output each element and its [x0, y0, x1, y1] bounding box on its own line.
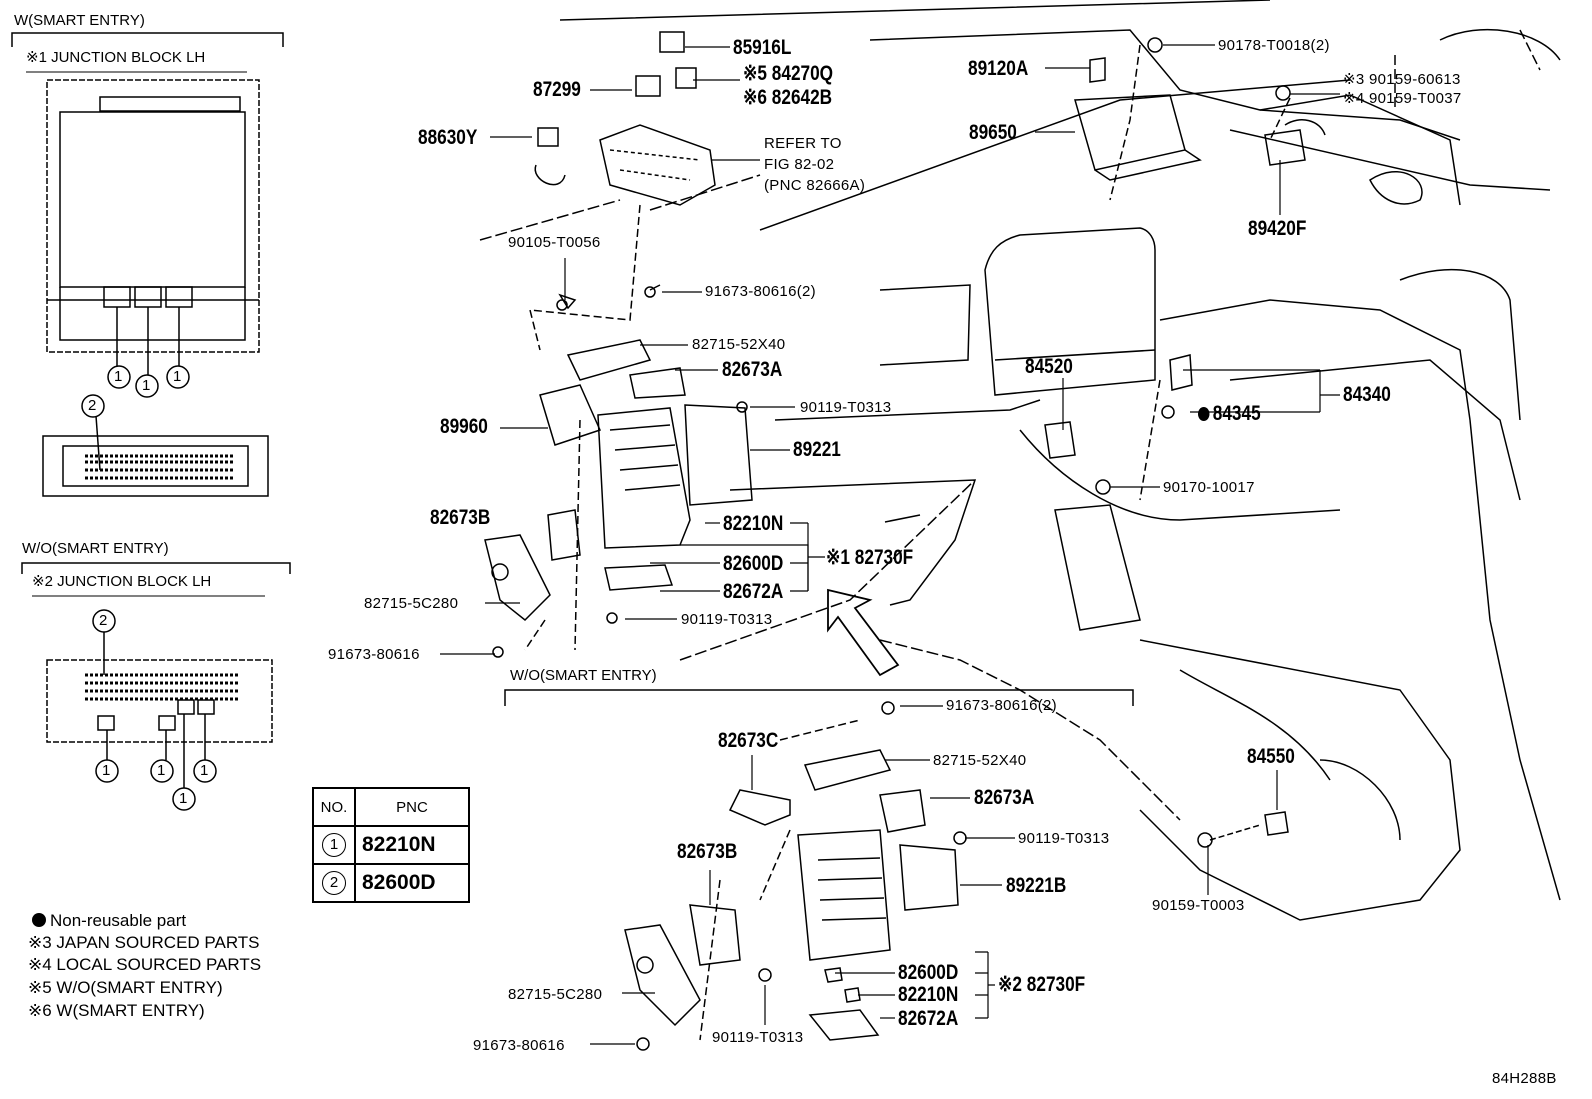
- part-label-82715-52X40: 82715-52X40: [933, 752, 1027, 769]
- part-label-90119-T0313: 90119-T0313: [681, 611, 773, 628]
- bracket-w-smart-entry: [11, 32, 284, 47]
- part-label-91673-80616-2: 91673-80616(2): [946, 697, 1057, 714]
- legend-note-6: ※6 W(SMART ENTRY): [28, 1001, 205, 1020]
- refer-pnc-text: (PNC 82666A): [764, 177, 866, 194]
- table-cell-pnc: 82210N: [354, 825, 470, 865]
- right-components: [1044, 37, 1326, 848]
- table-header-row: NO. PNC: [312, 787, 470, 827]
- heading-junction-block-1: ※1 JUNCTION BLOCK LH: [26, 49, 206, 66]
- part-label-90119-T0313: 90119-T0313: [1018, 830, 1110, 847]
- part-label-82673B: 82673B: [430, 506, 491, 529]
- bracket-wo-smart-entry-left: [21, 562, 291, 574]
- part-label-82600D: 82600D: [723, 552, 784, 575]
- legend-note-4: ※4 LOCAL SOURCED PARTS: [28, 955, 262, 974]
- part-label-82673B: 82673B: [677, 840, 738, 863]
- part-label-84550: 84550: [1247, 745, 1295, 768]
- part-label-88630Y: 88630Y: [418, 126, 478, 149]
- part-label-84340: 84340: [1343, 383, 1391, 406]
- part-label-82730F: ※2 82730F: [998, 973, 1086, 996]
- callout-1: 1: [173, 368, 182, 385]
- figure-id: 84H288B: [1492, 1070, 1557, 1087]
- part-label-84345: 84345: [1198, 403, 1261, 424]
- view-arrow: [827, 588, 900, 677]
- callout-2: 2: [88, 397, 97, 414]
- part-label-90105-T0056: 90105-T0056: [508, 234, 601, 251]
- part-label-82673A: 82673A: [974, 786, 1035, 809]
- non-reusable-dot-icon: [32, 913, 46, 927]
- part-label-84520: 84520: [1025, 355, 1073, 378]
- callout-2: 2: [99, 612, 108, 629]
- non-reusable-dot-icon: [1198, 407, 1210, 421]
- heading-w-smart-entry: W(SMART ENTRY): [14, 12, 145, 29]
- junction-block-2-drawing: [46, 609, 273, 811]
- lower-components: [624, 701, 967, 1051]
- circled-number: 1: [322, 833, 346, 857]
- part-label-82715-5C280: 82715-5C280: [508, 986, 603, 1003]
- part-label-90159-T0003: 90159-T0003: [1152, 897, 1245, 914]
- part-label-82673A: 82673A: [722, 358, 783, 381]
- legend-note-3: ※3 JAPAN SOURCED PARTS: [28, 933, 260, 952]
- part-label-90119-T0313: 90119-T0313: [800, 399, 892, 416]
- pnc-value: 82210N: [362, 833, 436, 856]
- heading-wo-smart-entry-left: W/O(SMART ENTRY): [22, 540, 169, 557]
- refer-fig-text: FIG 82-02: [764, 156, 835, 173]
- part-label-82672A: 82672A: [898, 1007, 959, 1030]
- pnc-value: 82600D: [362, 871, 436, 894]
- bracket-wo-smart-entry-bottom: [504, 689, 1134, 706]
- table-cell-pnc: 82600D: [354, 863, 470, 903]
- part-label-82210N: 82210N: [723, 512, 784, 535]
- part-label-89120A: 89120A: [968, 57, 1029, 80]
- part-label-89960: 89960: [440, 415, 488, 438]
- part-label-82730F: ※1 82730F: [826, 546, 914, 569]
- callout-1: 1: [157, 762, 166, 779]
- part-label-87299: 87299: [533, 78, 581, 101]
- part-label-82715-5C280: 82715-5C280: [364, 595, 459, 612]
- table-header-no: NO.: [312, 787, 356, 827]
- part-label-91673-80616: 91673-80616: [473, 1037, 565, 1054]
- part-label-90159-T0037: ※4 90159-T0037: [1343, 90, 1462, 107]
- pnc-table: NO. PNC 1 82210N 2 82600D: [312, 787, 470, 903]
- table-row: 2 82600D: [312, 863, 470, 903]
- table-cell-no: 1: [312, 825, 356, 865]
- part-label-82715-52X40: 82715-52X40: [692, 336, 786, 353]
- upper-components: [479, 31, 976, 661]
- part-label-91673-80616-2: 91673-80616(2): [705, 283, 816, 300]
- part-label-82673C: 82673C: [718, 729, 779, 752]
- part-label-82642B: ※6 82642B: [743, 86, 833, 109]
- part-label-82672A: 82672A: [723, 580, 784, 603]
- part-label-90159-60613: ※3 90159-60613: [1343, 71, 1461, 88]
- part-label-89221: 89221: [793, 438, 841, 461]
- heading-wo-smart-entry-bottom: W/O(SMART ENTRY): [510, 667, 657, 684]
- circled-number: 2: [322, 871, 346, 895]
- part-label-89221B: 89221B: [1006, 874, 1067, 897]
- part-label-85916L: 85916L: [733, 36, 792, 59]
- callout-1: 1: [142, 377, 151, 394]
- refer-to-text: REFER TO: [764, 135, 842, 152]
- dashboard-outline: [559, 0, 1561, 921]
- table-header-pnc: PNC: [354, 787, 470, 827]
- callout-1: 1: [102, 762, 111, 779]
- part-label-84270Q: ※5 84270Q: [743, 62, 834, 85]
- part-label-82600D: 82600D: [898, 961, 959, 984]
- part-label-90178-T0018: 90178-T0018(2): [1218, 37, 1330, 54]
- part-label-91673-80616: 91673-80616: [328, 646, 420, 663]
- table-row: 1 82210N: [312, 825, 470, 865]
- part-label-90170-10017: 90170-10017: [1163, 479, 1255, 496]
- leader-lines: [440, 44, 1340, 1045]
- part-label-90119-T0313: 90119-T0313: [712, 1029, 804, 1046]
- callout-1: 1: [179, 790, 188, 807]
- callout-1: 1: [200, 762, 209, 779]
- callout-1: 1: [114, 368, 123, 385]
- part-label-89420F: 89420F: [1248, 217, 1307, 240]
- legend-note-5: ※5 W/O(SMART ENTRY): [28, 978, 223, 997]
- part-label-89650: 89650: [969, 121, 1017, 144]
- table-cell-no: 2: [312, 863, 356, 903]
- junction-block-1-drawing: [42, 79, 269, 497]
- part-label-82210N: 82210N: [898, 983, 959, 1006]
- heading-junction-block-2: ※2 JUNCTION BLOCK LH: [32, 573, 212, 590]
- legend-nonreusable: Non-reusable part: [32, 912, 186, 929]
